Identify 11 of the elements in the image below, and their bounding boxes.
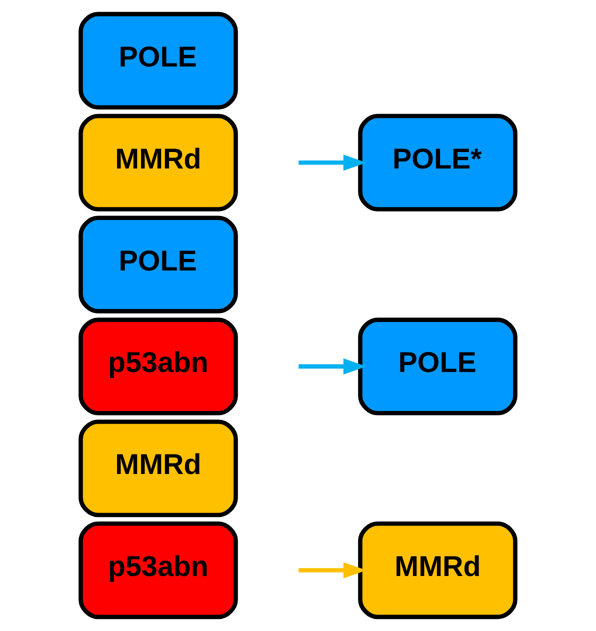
node-box: MMRd (78, 114, 238, 212)
node-box: POLE* (358, 114, 518, 212)
node-box: POLE (358, 318, 518, 416)
arrow (298, 358, 366, 375)
node-box: POLE (78, 12, 238, 110)
node-box: MMRd (358, 521, 518, 620)
arrow (298, 154, 366, 171)
node-box: MMRd (78, 420, 238, 518)
node-box: p53abn (78, 318, 238, 416)
node-box: p53abn (78, 521, 238, 620)
node-box: POLE (78, 216, 238, 314)
